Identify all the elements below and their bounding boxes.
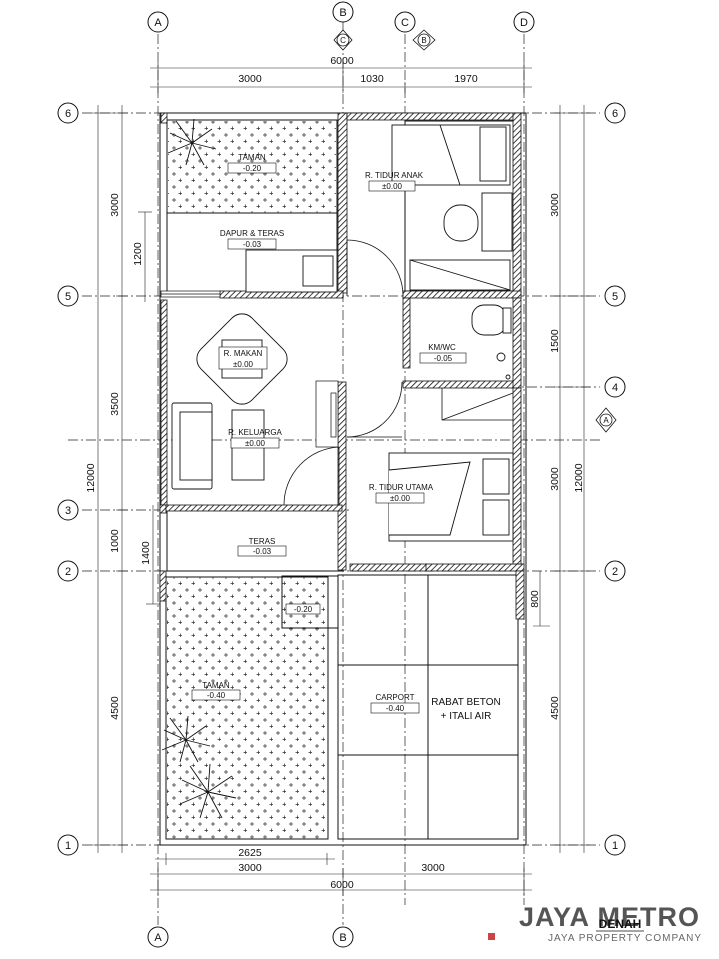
grid-bubbles xyxy=(57,1,626,948)
grid-label-c-top: C xyxy=(401,17,409,29)
grid-label-4-right: 4 xyxy=(612,382,618,394)
dimension-lines xyxy=(92,62,590,896)
room-labels: TAMAN -0.20 DAPUR & TERAS -0.03 R. TIDUR… xyxy=(191,153,467,714)
dim-right-inner: 800 xyxy=(529,590,541,608)
dim-top-1: 3000 xyxy=(238,73,262,85)
room-level-kmwc: -0.05 xyxy=(434,354,453,363)
dim-top-3: 1970 xyxy=(454,73,478,85)
dim-left-2: 3500 xyxy=(109,392,121,416)
section-markers xyxy=(333,29,617,433)
garden-bottom-hatch xyxy=(167,577,328,839)
room-name-teras: TERAS xyxy=(249,537,276,546)
room-level-taman-bottom: -0.40 xyxy=(207,691,226,700)
dim-right-2: 1500 xyxy=(549,329,561,353)
grid-label-d-top: D xyxy=(520,17,528,29)
note-rabat-beton: RABAT BETON xyxy=(431,697,500,708)
plant-icons xyxy=(161,118,237,819)
room-level-keluarga: ±0.00 xyxy=(245,439,266,448)
room-level-makan: ±0.00 xyxy=(233,360,254,369)
plan-title: DENAH xyxy=(599,917,642,931)
dim-left-total: 12000 xyxy=(85,463,97,492)
room-name-carport: CARPORT xyxy=(376,693,415,702)
dimension-labels: 6000 3000 1030 1970 2625 3000 3000 6000 … xyxy=(85,55,585,891)
floor-drain xyxy=(496,352,506,362)
room-name-keluarga: R. KELUARGA xyxy=(228,428,282,437)
dim-right-1: 3000 xyxy=(549,193,561,217)
grid-label-a-top: A xyxy=(154,17,162,29)
wc-tap xyxy=(505,374,511,380)
grid-label-5-right: 5 xyxy=(612,291,618,303)
plant-bottom-1-icon xyxy=(161,715,211,763)
dim-bottom-2: 3000 xyxy=(421,862,445,874)
grid-label-6-left: 6 xyxy=(65,108,71,120)
dim-top-total: 6000 xyxy=(330,55,354,67)
room-name-dapur: DAPUR & TERAS xyxy=(220,229,284,238)
dim-bottom-sub: 2625 xyxy=(238,847,262,859)
section-marker-labels: C B A xyxy=(340,36,609,425)
dim-left-3: 1000 xyxy=(109,529,121,553)
doors xyxy=(283,239,514,506)
room-name-tidur-utama: R. TIDUR UTAMA xyxy=(369,483,434,492)
room-level-dapur: -0.03 xyxy=(243,240,262,249)
grid-bubble-labels: A B C D A B 6 5 3 2 1 6 5 4 2 1 xyxy=(65,7,618,944)
grid-label-6-right: 6 xyxy=(612,108,618,120)
room-level-carport: -0.40 xyxy=(386,704,405,713)
desk xyxy=(443,192,513,252)
grid-label-2-left: 2 xyxy=(65,566,71,578)
child-bed xyxy=(391,124,511,186)
room-level-taman-top: -0.20 xyxy=(243,164,262,173)
carport-notes: RABAT BETON + ITALI AIR xyxy=(431,697,500,722)
dim-right-4: 4500 xyxy=(549,696,561,720)
dim-bottom-total: 6000 xyxy=(330,879,354,891)
plant-bottom-2-icon xyxy=(179,763,237,819)
grid-label-5-left: 5 xyxy=(65,291,71,303)
grid-label-1-left: 1 xyxy=(65,840,71,852)
dim-left-inner-2: 1400 xyxy=(140,541,152,565)
section-label-a: A xyxy=(603,416,609,425)
sofa xyxy=(171,402,213,490)
grid-label-3-left: 3 xyxy=(65,505,71,517)
dim-left-inner-1: 1200 xyxy=(132,242,144,266)
kitchen-sink xyxy=(302,255,334,287)
room-level-teras: -0.03 xyxy=(253,547,272,556)
room-level-tidur-utama: ±0.00 xyxy=(390,494,411,503)
wardrobe xyxy=(409,259,511,291)
dim-right-total: 12000 xyxy=(573,463,585,492)
section-label-b: B xyxy=(421,36,426,45)
windows xyxy=(160,290,339,448)
watermark: JAYA METRO JAYA PROPERTY COMPANY xyxy=(488,902,702,944)
plant-top-icon xyxy=(167,118,217,166)
room-level-tidur-anak: ±0.00 xyxy=(382,182,403,191)
room-name-taman-bottom: TAMAN xyxy=(202,681,230,690)
room-name-tidur-anak: R. TIDUR ANAK xyxy=(365,171,424,180)
dim-left-1: 3000 xyxy=(109,193,121,217)
note-itali-air: + ITALI AIR xyxy=(441,711,492,722)
grid-label-b-top: B xyxy=(339,7,346,19)
grid-label-a-bottom: A xyxy=(154,932,162,944)
dim-right-3: 3000 xyxy=(549,467,561,491)
room-level-step: -0.20 xyxy=(294,605,313,614)
toilet xyxy=(471,304,512,336)
grid-label-b-bottom: B xyxy=(339,932,346,944)
grid-label-2-right: 2 xyxy=(612,566,618,578)
dim-bottom-1: 3000 xyxy=(238,862,262,874)
outlines xyxy=(159,112,527,846)
room-name-taman-top: TAMAN xyxy=(238,153,266,162)
watermark-tagline: JAYA PROPERTY COMPANY xyxy=(548,933,702,944)
watermark-brand: JAYA METRO xyxy=(519,902,700,932)
room-name-makan: R. MAKAN xyxy=(224,349,263,358)
dim-left-4: 4500 xyxy=(109,696,121,720)
watermark-logo-icon xyxy=(488,933,495,940)
room-name-kmwc: KM/WC xyxy=(428,343,456,352)
section-label-c: C xyxy=(340,36,346,45)
grid-label-1-right: 1 xyxy=(612,840,618,852)
dim-top-2: 1030 xyxy=(360,73,384,85)
